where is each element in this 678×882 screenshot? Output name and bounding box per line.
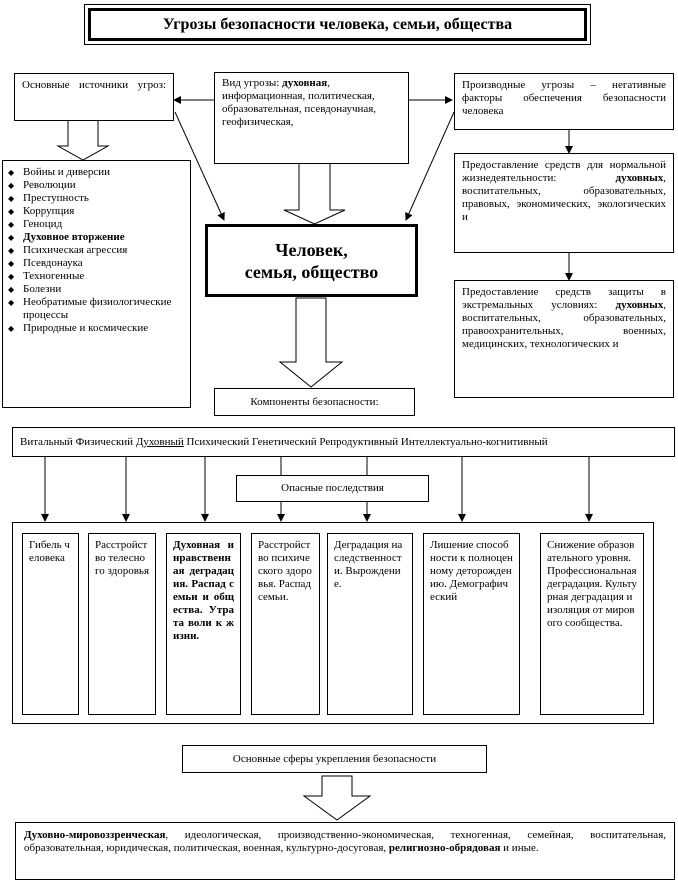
source-item: ◆ Геноцид <box>3 218 186 231</box>
strengthening-text: Основные сферы укрепления безопасности <box>232 752 437 765</box>
center-box: Человек, семья, общество <box>205 224 418 297</box>
hollow-arrow-strengthening <box>302 775 372 821</box>
source-item-text: Природные и космические <box>23 322 149 334</box>
sources-list-box: ◆ Войны и диверсии ◆ Революции ◆ Преступность… <box>2 160 191 408</box>
provision-normal-text2: , воспитательных, образовательных, право… <box>462 172 666 223</box>
source-item: ◆ Болезни <box>3 283 186 296</box>
derived-threats-box: Производные угрозы – негативные факторы … <box>454 73 674 130</box>
provision-extreme-bold: духовных <box>615 299 664 311</box>
dangerous-consequences-text: Опасные последствия <box>281 482 384 494</box>
diamond-bullet-icon: ◆ <box>8 220 15 229</box>
provision-extreme-text2: , воспитательных, образовательных, право… <box>462 299 666 350</box>
source-item-text: Духовное вторжение <box>23 231 125 243</box>
center-line2: семья, общество <box>244 261 379 282</box>
threat-types-bold: духовная <box>282 77 328 89</box>
source-item: ◆ Революции <box>3 179 186 192</box>
sources-box-text: Основные источники угроз: <box>22 79 166 91</box>
source-item-text: Болезни <box>23 283 62 295</box>
consequence-box: Гибель человека <box>22 533 79 715</box>
threat-types-rest: , информационная, политическая, образова… <box>222 77 377 128</box>
title-box: Угрозы безопасности человека, семьи, общ… <box>84 4 591 45</box>
page-title: Угрозы безопасности человека, семьи, общ… <box>162 15 513 33</box>
diamond-bullet-icon: ◆ <box>8 233 15 242</box>
diamond-bullet-icon: ◆ <box>8 168 15 177</box>
threat-types-box: Вид угрозы: духовная, информационная, по… <box>214 72 409 164</box>
consequence-box: Расстройство телесного здоровья <box>88 533 156 715</box>
source-item: ◆ Преступность <box>3 192 186 205</box>
consequence-box: Духовная и нравственная деградация. Расп… <box>166 533 241 715</box>
source-item-text: Необратимые физиологические процессы <box>23 296 172 321</box>
source-item: ◆ Природные и космические <box>3 322 186 335</box>
center-line1: Человек, <box>275 239 348 260</box>
dangerous-consequences-box: Опасные последствия <box>236 475 429 502</box>
arrow-derived-to-center <box>405 111 455 221</box>
sources-list: ◆ Войны и диверсии ◆ Революции ◆ Преступность… <box>3 166 186 335</box>
spheres-middle: , идеологическая, производственно-эконом… <box>24 829 666 854</box>
components-row-box: Витальный Физический Духовный Психически… <box>12 427 675 457</box>
components-box: Компоненты безопасности: <box>214 388 415 416</box>
spheres-bold1: Духовно-мировоззренческая <box>24 829 166 841</box>
diamond-bullet-icon: ◆ <box>8 298 15 307</box>
provision-extreme-text1: Предоставление средств защиты в экстрема… <box>462 286 666 311</box>
components-before: Витальный Физический <box>20 435 136 448</box>
source-item-text: Войны и диверсии <box>23 166 111 178</box>
spheres-box: Духовно-мировоззренческая, идеологическа… <box>15 822 675 880</box>
diamond-bullet-icon: ◆ <box>8 246 15 255</box>
derived-threats-text: Производные угрозы – негативные факторы … <box>462 79 666 117</box>
consequence-box: Снижение образовательного уровня. Профес… <box>540 533 644 715</box>
components-after: Психический Генетический Репродуктивный … <box>183 435 548 448</box>
source-item: ◆ Войны и диверсии <box>3 166 186 179</box>
diamond-bullet-icon: ◆ <box>8 272 15 281</box>
source-item-text: Псевдонаука <box>23 257 83 269</box>
arrow-sources-to-center <box>174 111 225 221</box>
hollow-arrow-center <box>278 297 344 388</box>
diamond-bullet-icon: ◆ <box>8 324 15 333</box>
hollow-arrow-sources <box>56 117 110 161</box>
sources-box: Основные источники угроз: <box>14 73 174 121</box>
source-item: ◆ Необратимые физиологические процессы <box>3 296 186 322</box>
source-item-text: Психическая агрессия <box>23 244 128 256</box>
diamond-bullet-icon: ◆ <box>8 207 15 216</box>
hollow-arrow-types <box>283 161 346 225</box>
diamond-bullet-icon: ◆ <box>8 285 15 294</box>
diamond-bullet-icon: ◆ <box>8 194 15 203</box>
source-item: ◆ Духовное вторжение <box>3 231 186 244</box>
consequence-box: Деградация наследственности. Вырождение. <box>327 533 413 715</box>
source-item: ◆ Псевдонаука <box>3 257 186 270</box>
source-item: ◆ Техногенные <box>3 270 186 283</box>
consequence-box: Лишение способности к полноценному детор… <box>423 533 520 715</box>
source-item: ◆ Коррупция <box>3 205 186 218</box>
provision-extreme-box: Предоставление средств защиты в экстрема… <box>454 280 674 398</box>
components-box-text: Компоненты безопасности: <box>250 395 379 408</box>
diamond-bullet-icon: ◆ <box>8 181 15 190</box>
spheres-bold2: религиозно-обрядовая <box>388 842 501 854</box>
source-item-text: Революции <box>23 179 76 191</box>
consequence-box: Расстройство психического здоровья. Расп… <box>251 533 320 715</box>
spheres-end: и иные. <box>500 842 539 854</box>
provision-normal-bold: духовных <box>615 172 664 184</box>
provision-normal-box: Предоставление средств для нормальной жи… <box>454 153 674 253</box>
source-item-text: Геноцид <box>23 218 63 230</box>
threat-types-prefix: Вид угрозы: <box>222 77 283 89</box>
source-item-text: Техногенные <box>23 270 85 282</box>
components-spiritual: Духовный <box>135 435 184 448</box>
diamond-bullet-icon: ◆ <box>8 259 15 268</box>
provision-normal-text1: Предоставление средств для нормальной жи… <box>462 159 666 184</box>
source-item-text: Преступность <box>23 192 89 204</box>
source-item: ◆ Психическая агрессия <box>3 244 186 257</box>
strengthening-box: Основные сферы укрепления безопасности <box>182 745 487 773</box>
source-item-text: Коррупция <box>23 205 75 217</box>
